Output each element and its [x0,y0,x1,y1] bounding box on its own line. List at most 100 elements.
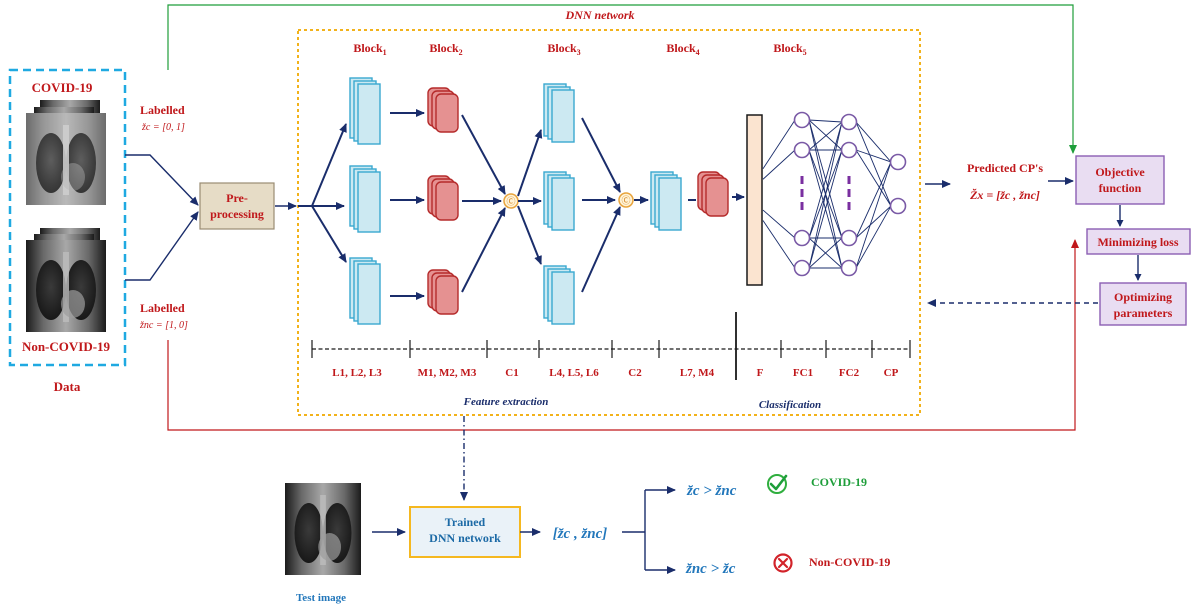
dense-connection [808,119,843,123]
output-vector: [z̆c , z̆nc] [553,526,608,542]
feature-map-b3-top [543,83,575,143]
arrow-covid-to-preprocess [125,154,199,206]
flatten-layer [746,114,763,286]
feature-extraction-label: Feature extraction [463,396,549,408]
fc2-node [840,229,858,247]
noncovid-xray-stack [26,228,106,332]
layer-l456: L4, L5, L6 [549,367,599,379]
predicted-title: Predicted CP's [967,161,1043,175]
arrow-b3-c2-top [581,117,621,193]
arrow-c1-b3-bottom [517,205,542,265]
feature-map-b3-bottom [543,265,575,325]
condition-noncovid: z̆nc > z̆c [685,561,736,577]
optimizing-line1: Optimizing [1114,290,1172,304]
dnn-network-label: DNN network [564,8,634,22]
optimizing-line2: parameters [1114,306,1173,320]
block-1-title: Block1 [353,41,386,57]
layer-c2: C2 [628,367,642,379]
covid-xray-stack [26,100,106,205]
layer-c1: C1 [505,367,518,379]
green-loop-line [167,4,1077,154]
feature-map-b4 [650,171,682,231]
feature-map-b1-bottom [349,257,381,325]
test-image-caption: Test image [296,592,346,604]
condition-covid: z̆c > z̆nc [686,483,737,499]
arrow-noncovid-to-preprocess [125,211,199,281]
dense-connection [808,121,843,239]
fc2-node [840,259,858,277]
layer-cp: CP [884,367,899,379]
dense-connection [808,237,843,269]
preprocessing-box [199,182,275,230]
dense-connection [808,121,843,151]
branch-arrow-top [311,123,347,207]
dense-network [762,111,907,277]
dense-connection [762,209,796,239]
objective-line2: function [1099,181,1142,195]
layer-f: F [757,367,764,379]
dense-connection [855,149,892,207]
feature-map-b3-mid [543,171,575,231]
classification-label: Classification [759,399,821,411]
fc1-node [793,229,811,247]
arrow-b3-c2-bottom [581,206,621,293]
feature-map-b1-top [349,77,381,145]
fc1-node [793,141,811,159]
arrow-c1-b3-top [517,129,543,197]
dense-connection [855,161,892,269]
concat-icon-c1 [503,193,519,209]
layer-m123: M1, M2, M3 [418,367,477,379]
preprocessing-line2: processing [210,207,264,221]
cross-circle-icon [773,553,793,573]
block-2-title: Block2 [429,41,462,57]
optimizing-box [1099,282,1187,326]
predicted-formula: Z̆x = [z̆c , z̆nc] [969,188,1040,202]
minimizing-label: Minimizing loss [1097,235,1178,249]
pool-map-b2-top [427,87,459,133]
fc1-node [793,111,811,129]
block-5-title: Block5 [773,41,806,57]
cp-node [889,197,907,215]
concat-icon-c2 [618,192,634,208]
feature-map-b1-mid [349,165,381,233]
dense-connection [762,119,796,169]
dnn-frame [297,29,921,416]
layer-fc2: FC2 [839,367,860,379]
dense-connection [762,220,796,269]
dense-connection [808,149,843,269]
data-panel-frame [8,68,127,367]
red-loop-line [167,239,1079,431]
trained-line2: DNN network [429,531,501,545]
trained-line1: Trained [445,515,486,529]
layer-fc1: FC1 [793,367,813,379]
fc1-node [793,259,811,277]
decision-branch-lines [622,490,646,570]
dense-connection [855,205,892,269]
dense-connection [762,149,796,180]
fc2-node [840,113,858,131]
dense-connection [855,121,892,163]
data-caption: Data [54,379,81,394]
result-noncovid: Non-COVID-19 [809,555,890,569]
trained-dnn-box [409,506,521,558]
objective-function-box [1075,155,1165,205]
test-xray-image [285,483,361,575]
label-vector-top: z̆c = [0, 1] [141,122,185,133]
dense-connection [855,121,892,207]
block-3-title: Block3 [547,41,580,57]
check-circle-icon [767,474,788,494]
result-covid: COVID-19 [811,475,867,489]
dense-connection [855,149,892,163]
covid-title: COVID-19 [32,80,93,95]
block-4-title: Block4 [666,41,699,57]
labelled-top: Labelled [140,103,185,117]
arrow-b2-c1-bottom [461,207,506,293]
label-vector-bottom: z̆nc = [1, 0] [139,320,188,331]
branch-arrow-bottom [311,205,347,263]
fc2-node [840,141,858,159]
dense-connection [855,161,892,239]
pool-map-b2-bottom [427,269,459,315]
layer-l7m4: L7, M4 [680,367,715,379]
minimizing-loss-box [1086,228,1191,255]
